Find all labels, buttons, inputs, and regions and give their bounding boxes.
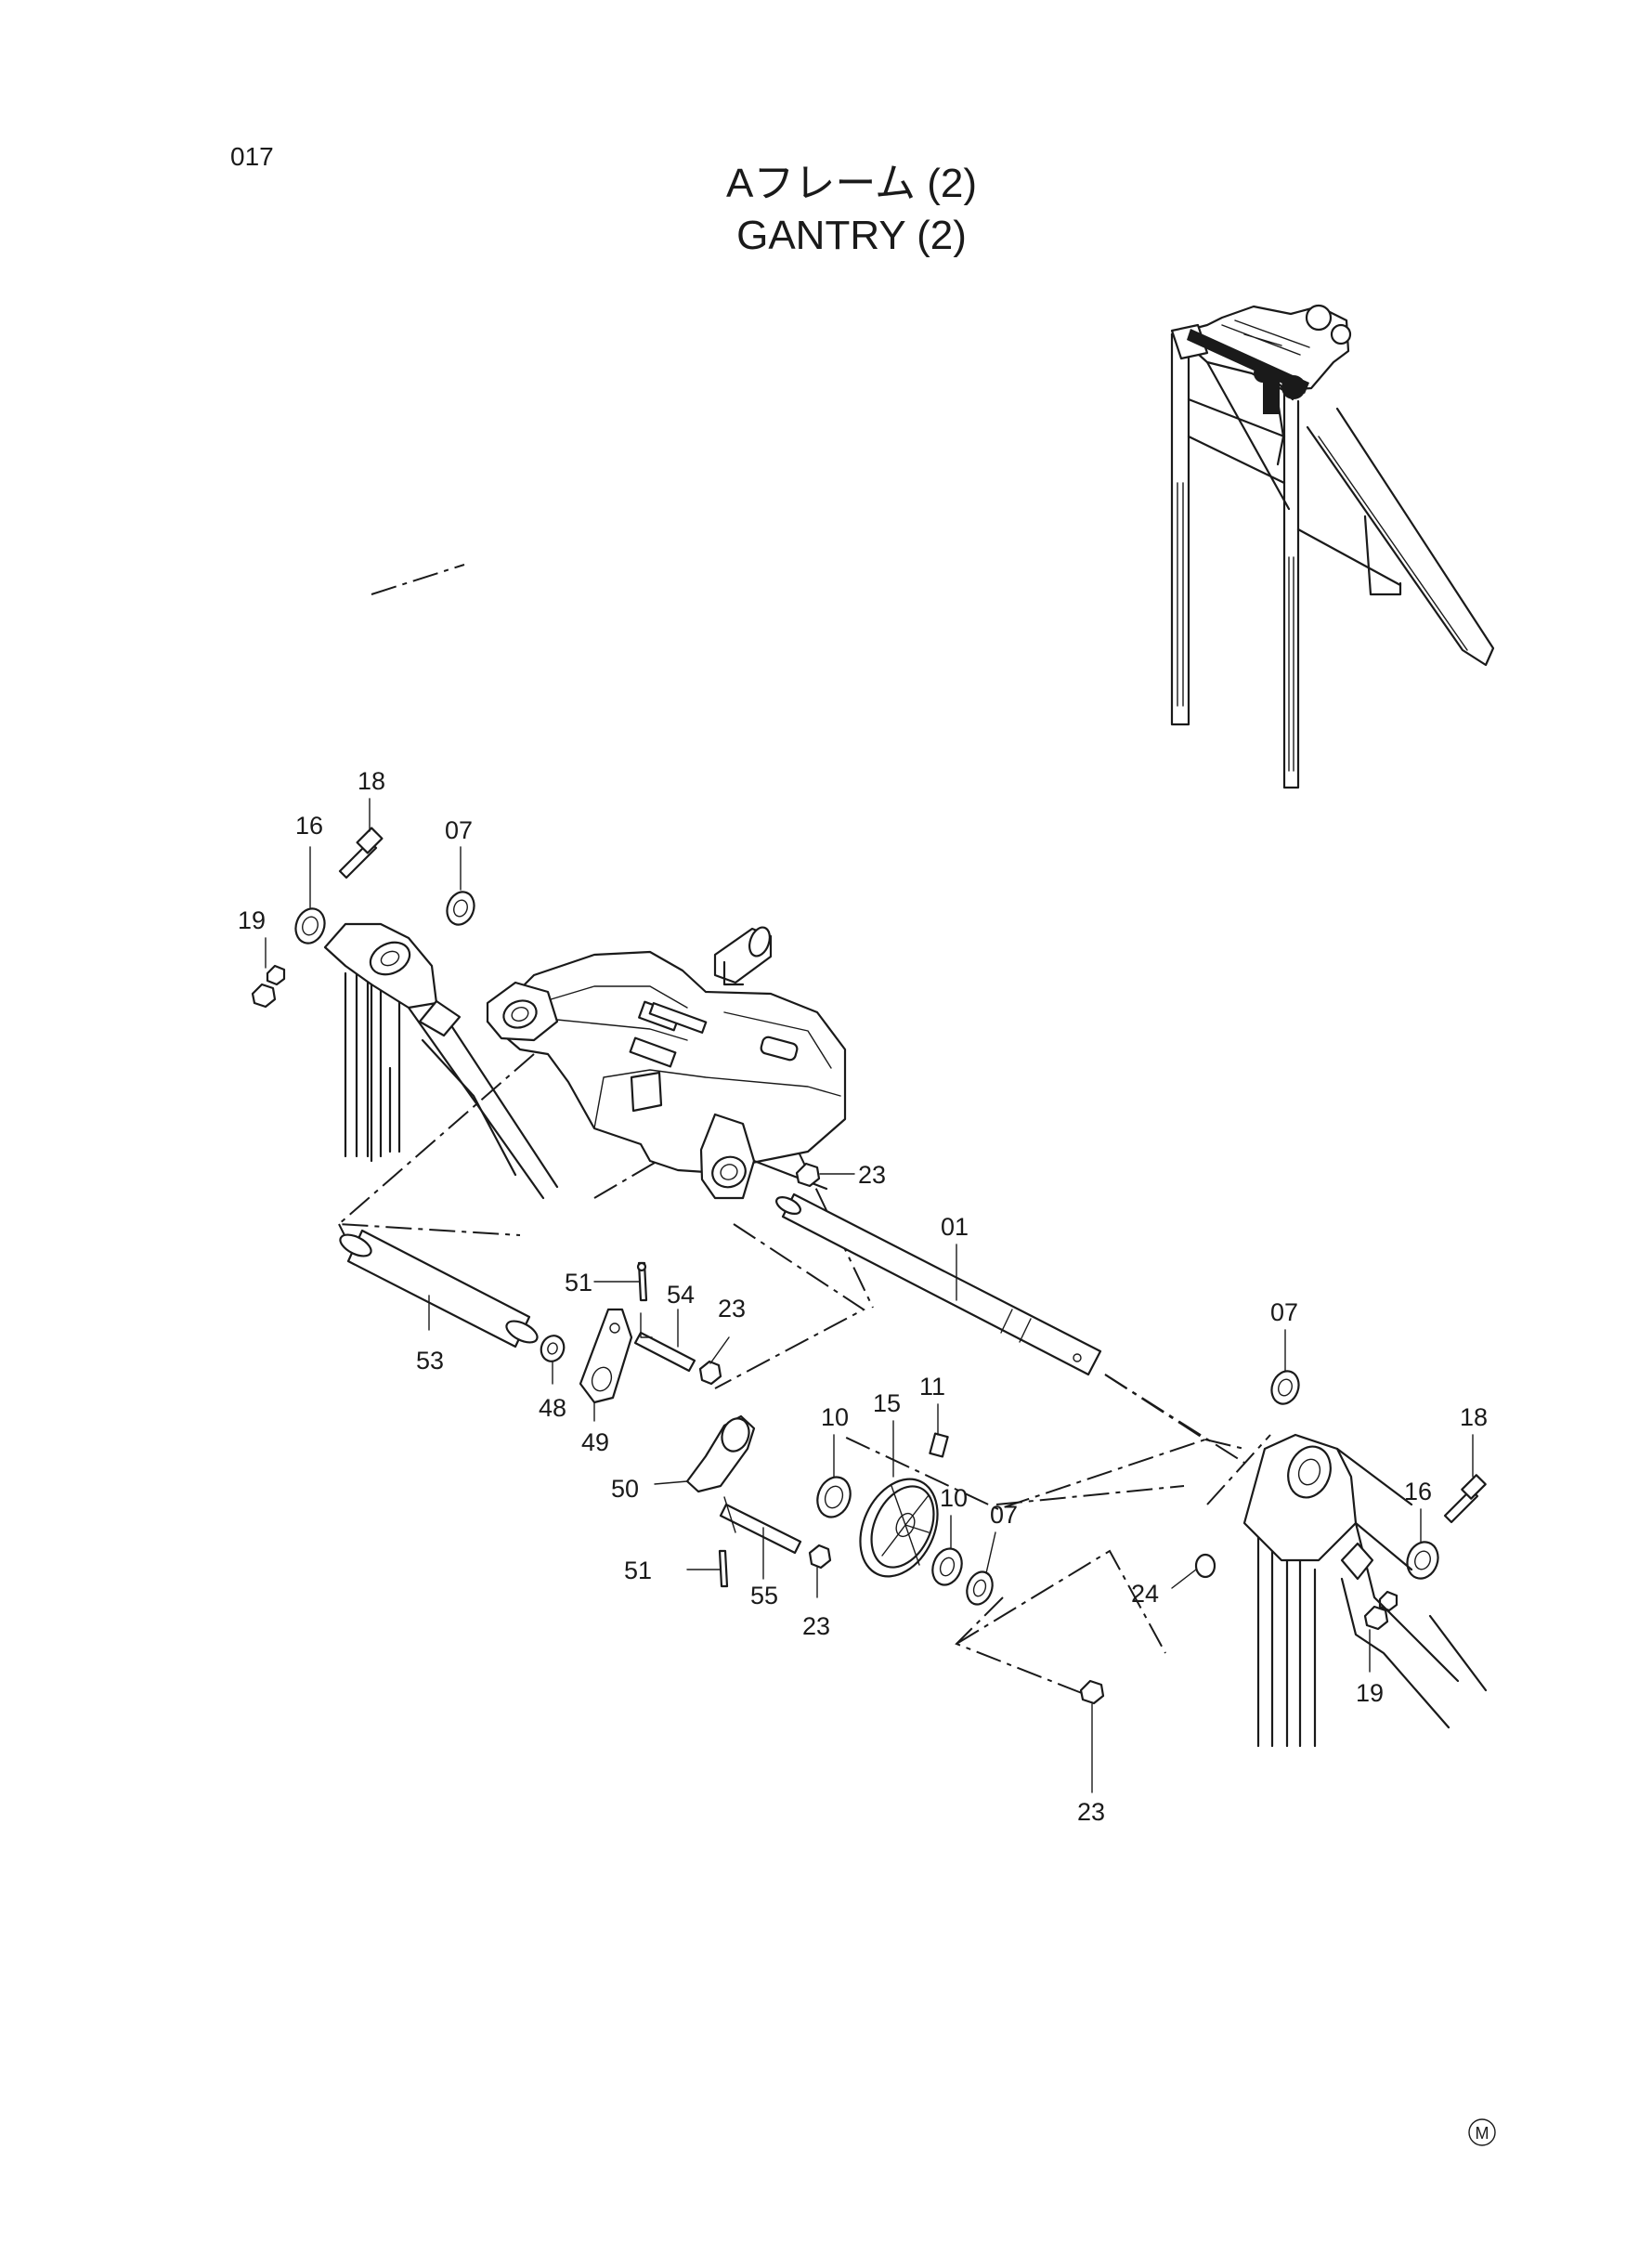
callout-labels: 18 16 07 19 23 01 51 54 23 53 48 49 10 1… xyxy=(238,767,1488,1826)
callout-54: 54 xyxy=(667,1281,695,1309)
callout-53: 53 xyxy=(416,1347,444,1375)
callout-18-right: 18 xyxy=(1460,1403,1488,1431)
callout-51-lower: 51 xyxy=(624,1557,652,1584)
callout-07-middle: 07 xyxy=(990,1501,1018,1529)
callout-16-right: 16 xyxy=(1404,1478,1432,1505)
part-53-pin xyxy=(339,1229,539,1348)
title-japanese: Aフレーム (2) xyxy=(726,161,977,206)
callout-23-lower: 23 xyxy=(802,1612,830,1640)
callout-19-left: 19 xyxy=(238,906,266,934)
callout-48: 48 xyxy=(539,1394,566,1422)
maker-mark: M xyxy=(1468,2118,1496,2146)
left-gantry-leg xyxy=(323,922,559,1200)
callout-23-middle: 23 xyxy=(718,1295,746,1322)
top-housing xyxy=(486,926,847,1200)
callout-51-top: 51 xyxy=(565,1269,592,1296)
maker-mark-circle-icon xyxy=(1468,2118,1496,2146)
leader-lines xyxy=(265,798,1474,1793)
part-01-shaft xyxy=(775,1192,1102,1376)
callout-16-left: 16 xyxy=(295,812,323,840)
callout-24: 24 xyxy=(1131,1580,1159,1608)
callout-07-right: 07 xyxy=(1270,1298,1298,1326)
callout-18-left: 18 xyxy=(358,767,385,795)
callout-49: 49 xyxy=(581,1428,609,1456)
callout-01: 01 xyxy=(941,1213,969,1241)
locator-thumbnail xyxy=(1170,304,1495,789)
page-number: 017 xyxy=(230,142,274,171)
callout-50: 50 xyxy=(611,1475,639,1503)
callout-23-bottom: 23 xyxy=(1077,1798,1105,1826)
right-gantry-leg xyxy=(1242,1433,1488,1748)
title-english: GANTRY (2) xyxy=(736,213,967,258)
callout-10-left: 10 xyxy=(821,1403,849,1431)
callout-11: 11 xyxy=(919,1373,945,1401)
callout-55: 55 xyxy=(750,1582,778,1609)
callout-19-right: 19 xyxy=(1356,1679,1384,1707)
callout-23-top: 23 xyxy=(858,1161,886,1189)
callout-07-left: 07 xyxy=(445,816,473,844)
callout-15: 15 xyxy=(873,1389,901,1417)
callout-10-right: 10 xyxy=(940,1484,968,1512)
maker-mark-letter: M xyxy=(1476,2124,1489,2143)
